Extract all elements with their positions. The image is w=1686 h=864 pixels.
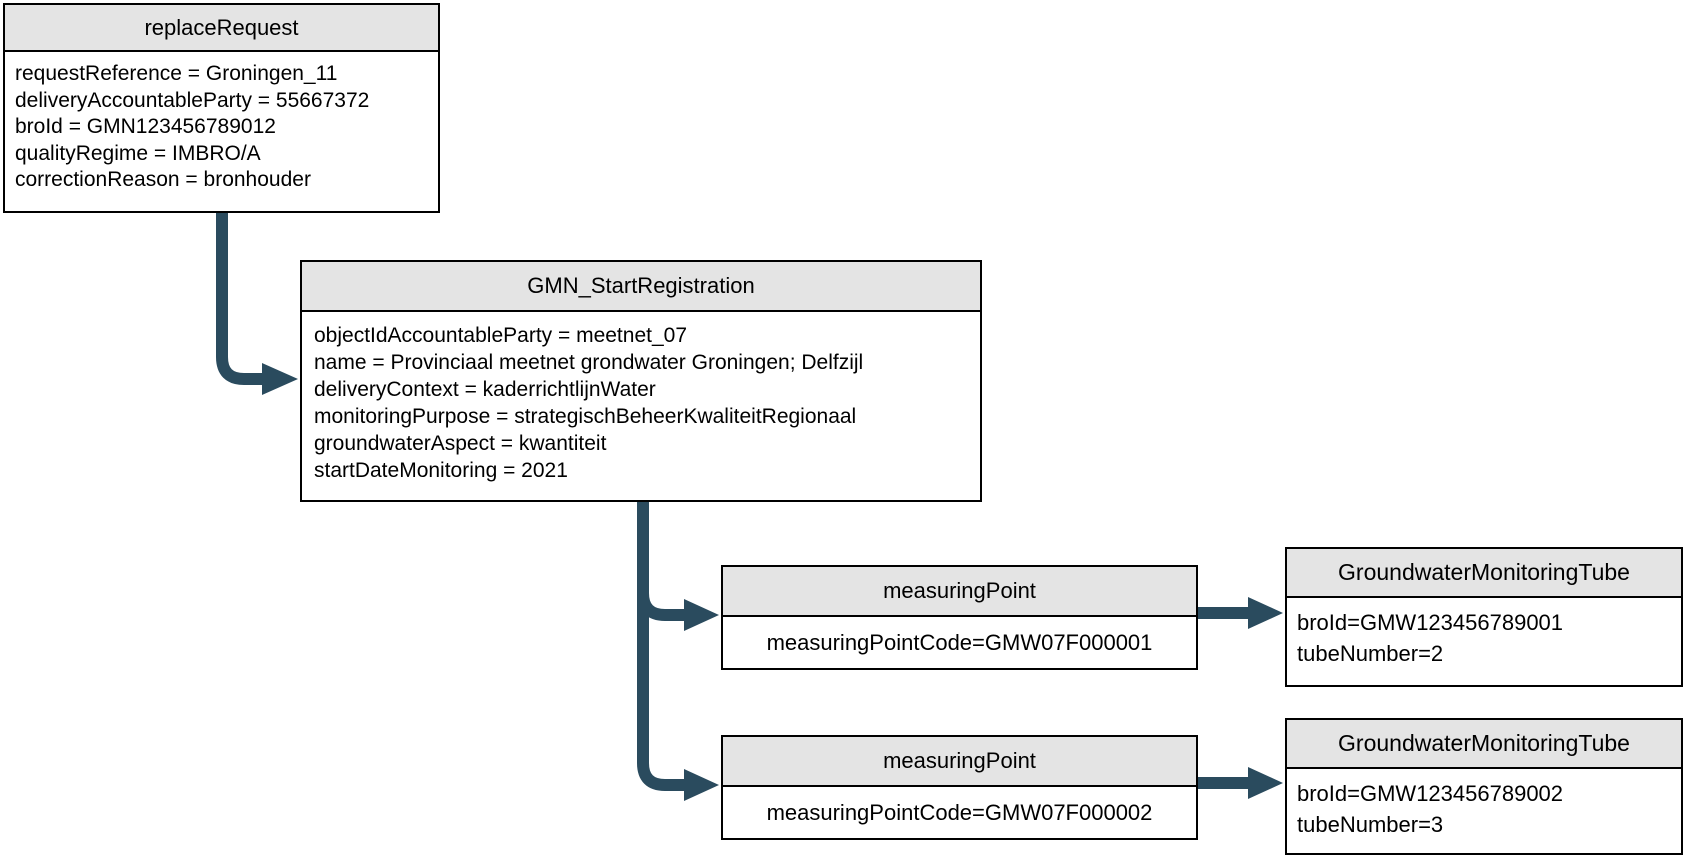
node-replace-request-title: replaceRequest xyxy=(5,5,438,52)
arrowhead-measuringpoint-2-to-tube-2 xyxy=(1248,767,1283,799)
edge-replacerequest-to-gmn xyxy=(216,213,263,385)
attr-measuring-point-code-2: measuringPointCode=GMW07F000002 xyxy=(766,800,1153,825)
node-gmn-start-registration-title: GMN_StartRegistration xyxy=(302,262,980,312)
attr-request-reference: requestReference = Groningen_11 xyxy=(15,62,338,85)
arrowhead-measuringpoint-1-to-tube-1 xyxy=(1248,597,1283,629)
attr-delivery-context: deliveryContext = kaderrichtlijnWater xyxy=(314,378,656,401)
attr-name: name = Provinciaal meetnet grondwater Gr… xyxy=(314,351,864,374)
attr-object-id-accountable-party: objectIdAccountableParty = meetnet_07 xyxy=(314,324,687,347)
node-measuring-point-2-body: measuringPointCode=GMW07F000002 xyxy=(723,787,1196,838)
attr-tube-1-tube-number: tubeNumber=2 xyxy=(1297,641,1444,666)
node-gmn-start-registration: GMN_StartRegistration objectIdAccountabl… xyxy=(300,260,982,502)
attr-bro-id: broId = GMN123456789012 xyxy=(15,115,276,138)
node-groundwater-monitoring-tube-2-body: broId=GMW123456789002 tubeNumber=3 xyxy=(1287,769,1681,853)
node-measuring-point-1-body: measuringPointCode=GMW07F000001 xyxy=(723,617,1196,668)
edge-gmn-to-measuringpoint-1 xyxy=(637,502,685,621)
attr-tube-1-bro-id: broId=GMW123456789001 xyxy=(1297,610,1564,635)
node-groundwater-monitoring-tube-1-title: GroundwaterMonitoringTube xyxy=(1287,549,1681,598)
attr-monitoring-purpose: monitoringPurpose = strategischBeheerKwa… xyxy=(314,405,857,428)
node-replace-request: replaceRequest requestReference = Gronin… xyxy=(3,3,440,213)
attr-start-date-monitoring: startDateMonitoring = 2021 xyxy=(314,459,568,482)
attr-tube-2-tube-number: tubeNumber=3 xyxy=(1297,812,1444,837)
attr-groundwater-aspect: groundwaterAspect = kwantiteit xyxy=(314,432,607,455)
node-replace-request-body: requestReference = Groningen_11 delivery… xyxy=(5,52,438,211)
node-groundwater-monitoring-tube-1: GroundwaterMonitoringTube broId=GMW12345… xyxy=(1285,547,1683,687)
attr-measuring-point-code-1: measuringPointCode=GMW07F000001 xyxy=(766,630,1153,655)
node-measuring-point-1-title: measuringPoint xyxy=(723,567,1196,617)
attr-correction-reason: correctionReason = bronhouder xyxy=(15,168,311,191)
node-measuring-point-2-title: measuringPoint xyxy=(723,737,1196,787)
arrowhead-replacerequest-to-gmn xyxy=(262,363,298,395)
node-measuring-point-2: measuringPoint measuringPointCode=GMW07F… xyxy=(721,735,1198,840)
attr-delivery-accountable-party: deliveryAccountableParty = 55667372 xyxy=(15,88,370,112)
edge-gmn-to-measuringpoint-2 xyxy=(637,502,685,791)
attr-tube-2-bro-id: broId=GMW123456789002 xyxy=(1297,781,1564,806)
node-groundwater-monitoring-tube-2-title: GroundwaterMonitoringTube xyxy=(1287,720,1681,769)
node-gmn-start-registration-body: objectIdAccountableParty = meetnet_07 na… xyxy=(302,312,980,500)
arrowhead-gmn-to-measuringpoint-1 xyxy=(684,599,719,631)
node-measuring-point-1: measuringPoint measuringPointCode=GMW07F… xyxy=(721,565,1198,670)
arrowhead-gmn-to-measuringpoint-2 xyxy=(684,769,719,801)
node-groundwater-monitoring-tube-1-body: broId=GMW123456789001 tubeNumber=2 xyxy=(1287,598,1681,685)
node-groundwater-monitoring-tube-2: GroundwaterMonitoringTube broId=GMW12345… xyxy=(1285,718,1683,855)
attr-quality-regime: qualityRegime = IMBRO/A xyxy=(15,141,261,165)
